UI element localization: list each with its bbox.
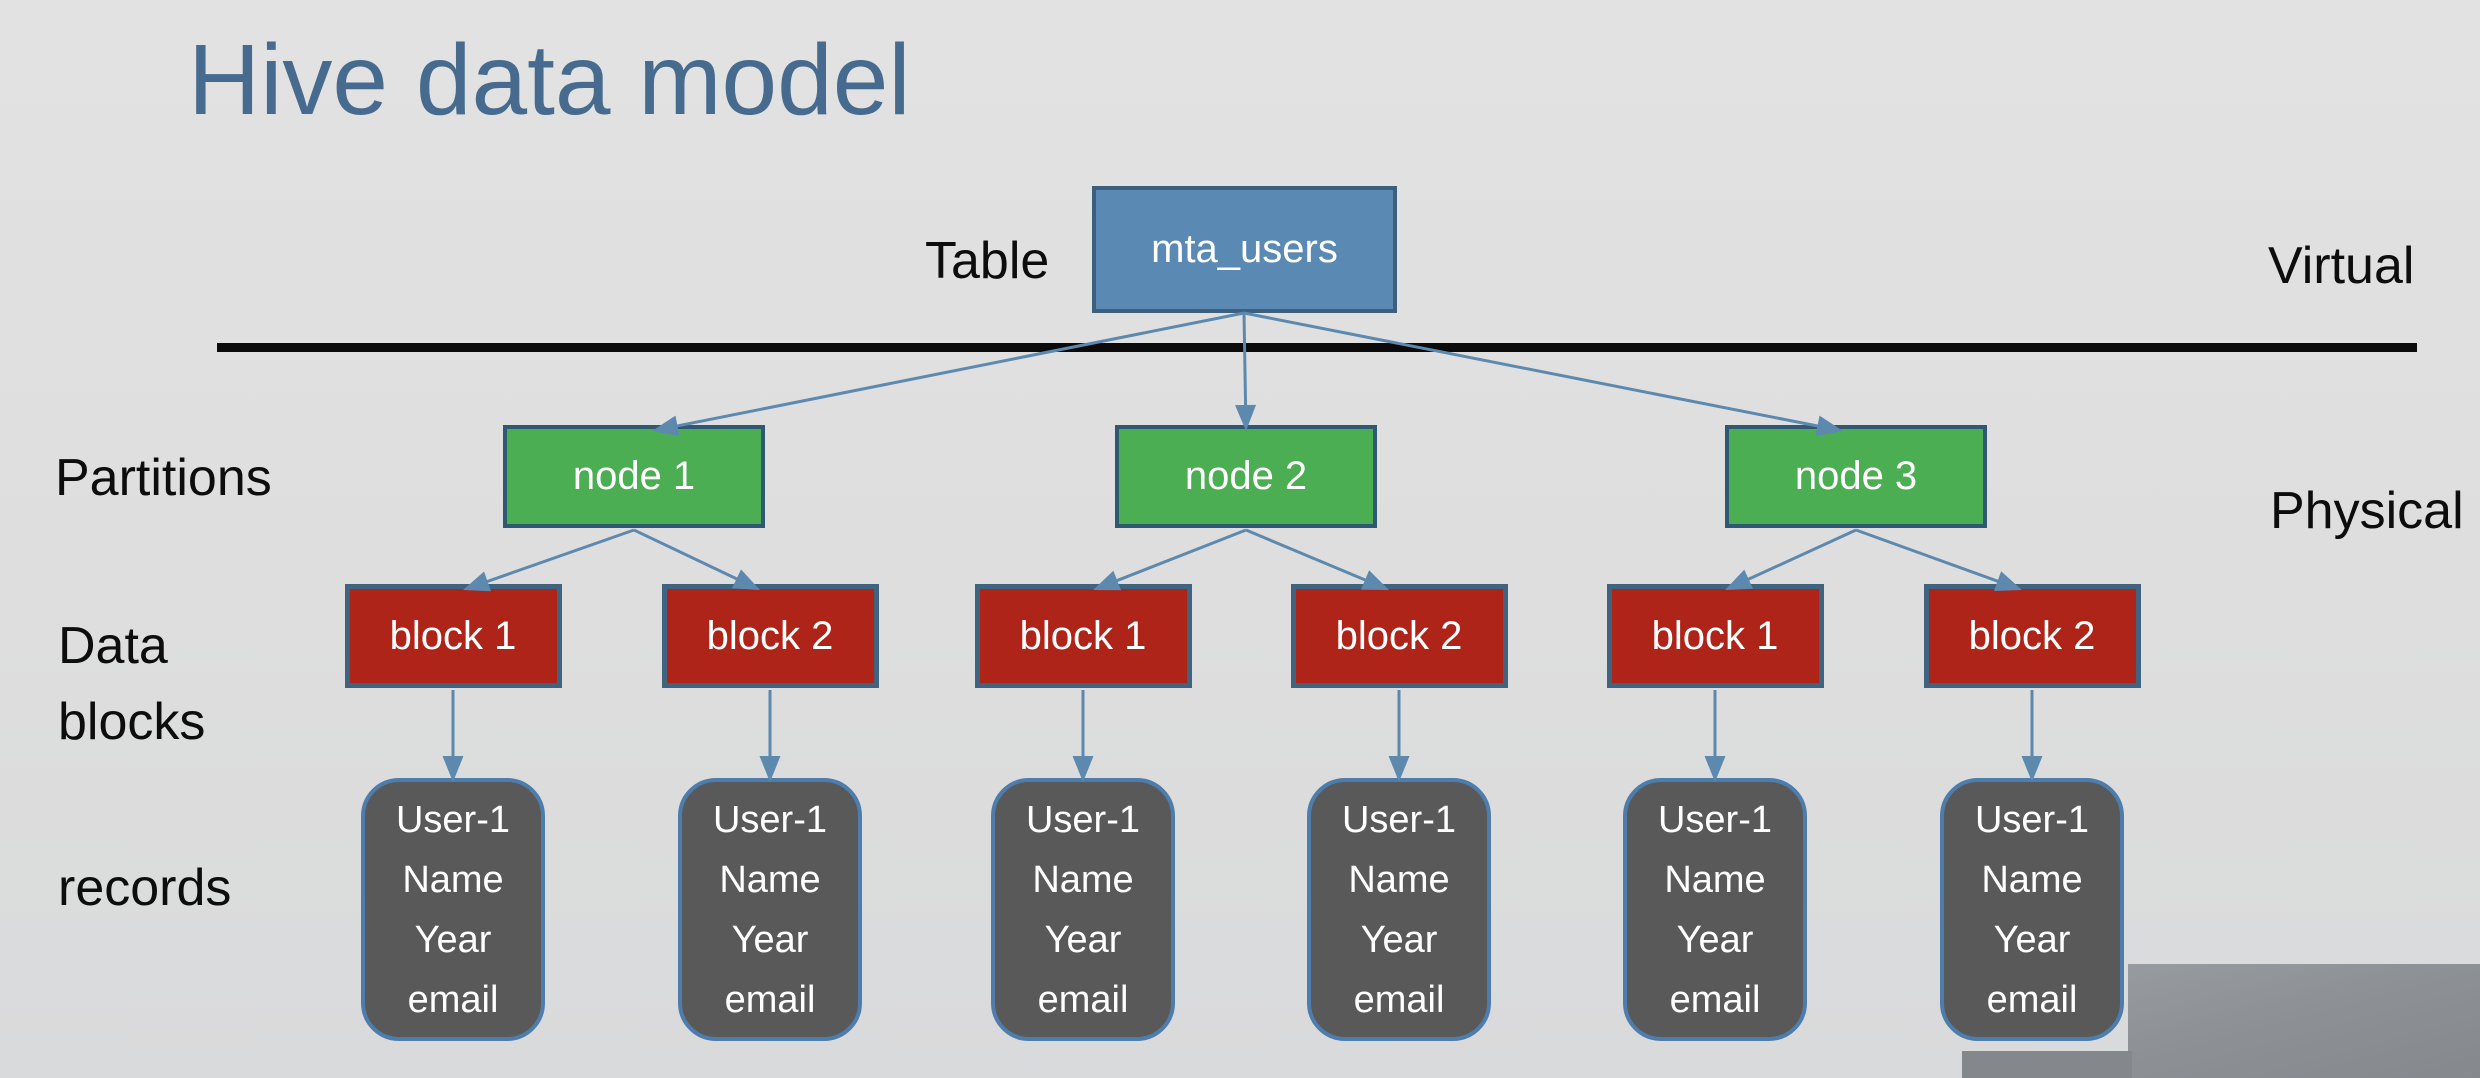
connector-line: [1111, 528, 1247, 585]
data-block-label: block 2: [1968, 613, 2096, 658]
record-line: User-1: [1341, 798, 1457, 841]
record-line: Name: [719, 858, 821, 901]
record-line: Name: [1348, 858, 1450, 901]
data-block-box-5: block 1: [1606, 584, 1824, 688]
partition-node-label: node 1: [572, 454, 696, 498]
data-block-label: block 1: [389, 613, 517, 658]
record-line: Year: [1676, 918, 1754, 961]
record-line: User-1: [1974, 798, 2090, 841]
partition-node-label: node 3: [1794, 454, 1918, 498]
connector-line: [1243, 311, 1824, 429]
record-line: email: [1669, 978, 1761, 1021]
side-label-physical: Physical: [2270, 482, 2464, 540]
virtual-physical-divider-line: [217, 343, 2417, 352]
corner-photo-fragment: [2128, 964, 2480, 1078]
data-block-label: block 2: [706, 613, 834, 658]
data-block-label: block 1: [1651, 613, 1779, 658]
data-block-label: block 1: [1019, 613, 1147, 658]
record-line: email: [1037, 978, 1129, 1021]
data-block-box-1: block 1: [344, 584, 562, 688]
connector-line: [1242, 312, 1248, 412]
record-line: email: [1353, 978, 1445, 1021]
record-line: email: [1986, 978, 2078, 1021]
record-line: Name: [1981, 858, 2083, 901]
partition-node-box-1: node 1: [503, 425, 765, 528]
data-block-box-3: block 1: [974, 584, 1192, 688]
connector-line: [1742, 528, 1857, 584]
partition-node-box-3: node 3: [1725, 425, 1987, 528]
record-line: Year: [414, 918, 492, 961]
row-label-data-blocks: Data blocks: [58, 608, 205, 760]
row-label-records: records: [58, 859, 232, 917]
data-block-label: block 2: [1335, 613, 1463, 658]
record-line: Name: [1664, 858, 1766, 901]
row-label-partitions: Partitions: [55, 449, 272, 507]
connector-line: [481, 528, 635, 585]
record-line: Name: [402, 858, 504, 901]
record-line: email: [407, 978, 499, 1021]
record-line: User-1: [395, 798, 511, 841]
connector-line: [671, 311, 1245, 429]
table-box-mta-users: mta_users: [1092, 186, 1397, 313]
connector-line: [633, 528, 743, 583]
record-line: email: [724, 978, 816, 1021]
row-label-data-blocks-line1: Data: [58, 617, 168, 675]
record-line: Name: [1032, 858, 1134, 901]
record-line: Year: [1993, 918, 2071, 961]
connector-line: [1245, 528, 1372, 584]
data-block-box-4: block 2: [1290, 584, 1508, 688]
record-line: Year: [1044, 918, 1122, 961]
partition-node-box-2: node 2: [1115, 425, 1377, 528]
record-line: Year: [1360, 918, 1438, 961]
table-box-label: mta_users: [1151, 227, 1338, 271]
side-label-virtual: Virtual: [2268, 237, 2415, 295]
record-line: User-1: [712, 798, 828, 841]
corner-photo-fragment-strip: [1962, 1051, 2132, 1078]
partition-node-label: node 2: [1184, 454, 1308, 498]
row-label-data-blocks-line2: blocks: [58, 693, 206, 751]
connector-line: [1855, 528, 2004, 585]
row-label-table: Table: [925, 232, 1050, 290]
data-block-box-6: block 2: [1923, 584, 2141, 688]
data-block-box-2: block 2: [661, 584, 879, 688]
record-line: User-1: [1025, 798, 1141, 841]
record-line: User-1: [1657, 798, 1773, 841]
slide-title: Hive data model: [188, 24, 911, 136]
record-line: Year: [731, 918, 809, 961]
